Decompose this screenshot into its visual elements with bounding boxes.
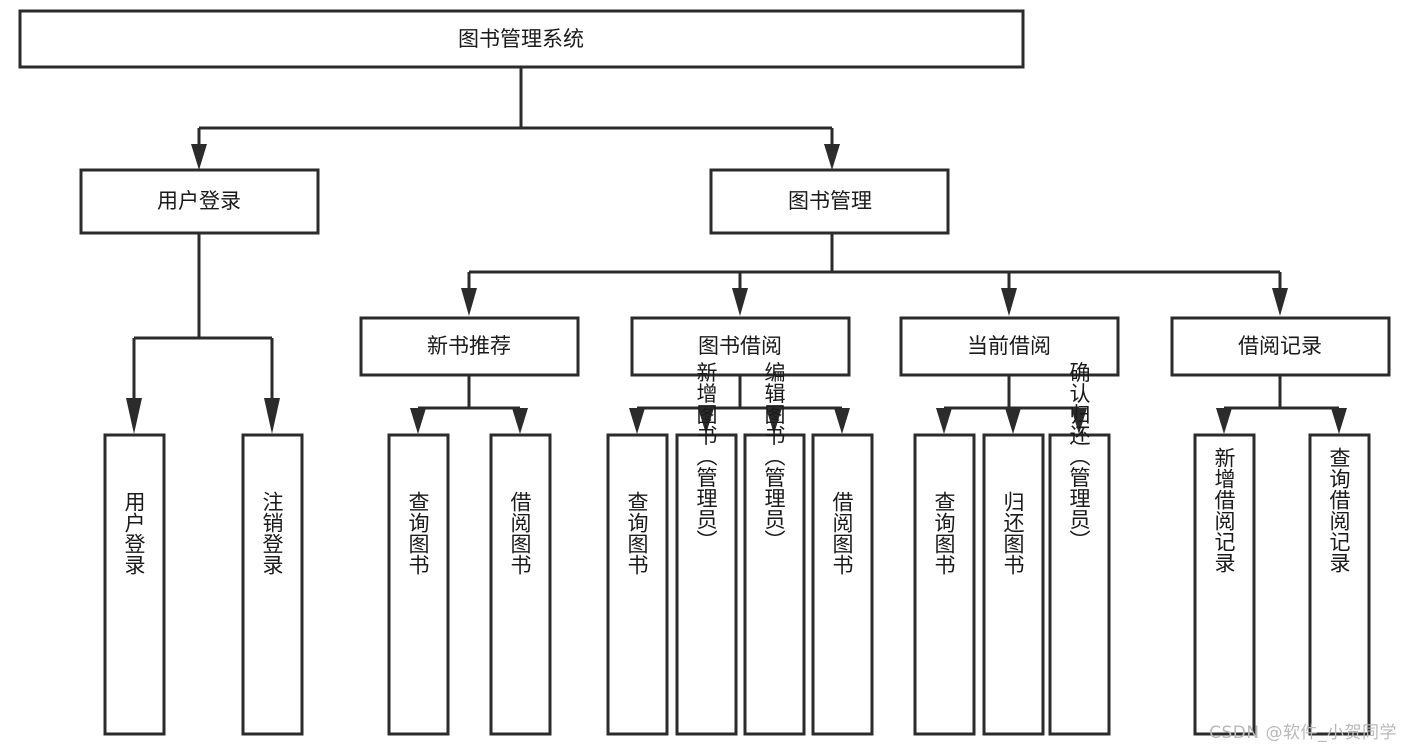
node-root[interactable]: 图书管理系统 <box>18 9 1025 69</box>
leaf-return-book-label: 归还图书 <box>1001 491 1025 575</box>
node-new-book-recommend[interactable]: 新书推荐 <box>359 316 580 377</box>
connector-currentborrow-to-leaves <box>936 375 1087 434</box>
leaf-query-book-3[interactable]: 查询图书 <box>913 433 976 736</box>
leaf-query-record[interactable]: 查询借阅记录 <box>1308 433 1371 736</box>
leaf-query-book-1[interactable]: 查询图书 <box>387 433 450 736</box>
leaf-user-logout[interactable]: 注销登录 <box>241 433 304 736</box>
leaf-add-book-label: 新增图书（管理员） <box>694 362 718 551</box>
leaf-add-book[interactable]: 新增图书（管理员） <box>675 362 738 736</box>
leaf-user-login[interactable]: 用户登录 <box>103 433 166 736</box>
node-book-manage[interactable]: 图书管理 <box>709 168 950 235</box>
node-book-borrow-label: 图书借阅 <box>698 334 782 358</box>
leaf-confirm-return[interactable]: 确认归还（管理员） <box>1048 362 1111 736</box>
leaf-query-book-2-label: 查询图书 <box>625 491 649 575</box>
node-user-login-label: 用户登录 <box>157 189 241 213</box>
leaf-borrow-book-1-label: 借阅图书 <box>508 491 532 575</box>
connector-newbook-to-leaves <box>410 375 528 434</box>
connector-root-to-level2 <box>191 67 840 170</box>
leaf-add-record-label: 新增借阅记录 <box>1212 447 1236 573</box>
leaf-query-book-3-label: 查询图书 <box>932 491 956 575</box>
node-root-label: 图书管理系统 <box>458 27 584 51</box>
leaf-user-logout-label: 注销登录 <box>260 491 284 575</box>
node-current-borrow[interactable]: 当前借阅 <box>899 316 1120 377</box>
leaf-edit-book[interactable]: 编辑图书（管理员） <box>743 362 806 736</box>
connector-userlogin-to-leaves <box>126 233 280 434</box>
node-borrow-record-label: 借阅记录 <box>1238 334 1322 358</box>
leaf-return-book[interactable]: 归还图书 <box>982 433 1045 736</box>
leaf-query-book-1-label: 查询图书 <box>406 491 430 575</box>
leaf-borrow-book-2-label: 借阅图书 <box>830 491 854 575</box>
node-book-manage-label: 图书管理 <box>788 189 872 213</box>
leaf-borrow-book-1[interactable]: 借阅图书 <box>489 433 552 736</box>
connector-borrowrecord-to-leaves <box>1216 375 1347 434</box>
node-new-book-recommend-label: 新书推荐 <box>427 334 511 358</box>
leaf-edit-book-label: 编辑图书（管理员） <box>762 362 786 551</box>
csdn-watermark: CSDN @软件_小贺同学 <box>1209 723 1397 743</box>
connector-bookmanage-to-level3 <box>461 233 1288 316</box>
leaf-add-record[interactable]: 新增借阅记录 <box>1193 433 1256 736</box>
node-current-borrow-label: 当前借阅 <box>967 334 1051 358</box>
leaf-query-book-2[interactable]: 查询图书 <box>606 433 669 736</box>
connector-bookborrow-to-leaves <box>629 375 850 434</box>
node-book-borrow[interactable]: 图书借阅 <box>630 316 851 377</box>
leaf-query-record-label: 查询借阅记录 <box>1327 447 1351 573</box>
leaf-borrow-book-2[interactable]: 借阅图书 <box>811 433 874 736</box>
leaf-confirm-return-label: 确认归还（管理员） <box>1067 362 1091 551</box>
node-user-login[interactable]: 用户登录 <box>79 168 320 235</box>
leaf-user-login-label: 用户登录 <box>122 491 146 575</box>
node-borrow-record[interactable]: 借阅记录 <box>1170 316 1391 377</box>
